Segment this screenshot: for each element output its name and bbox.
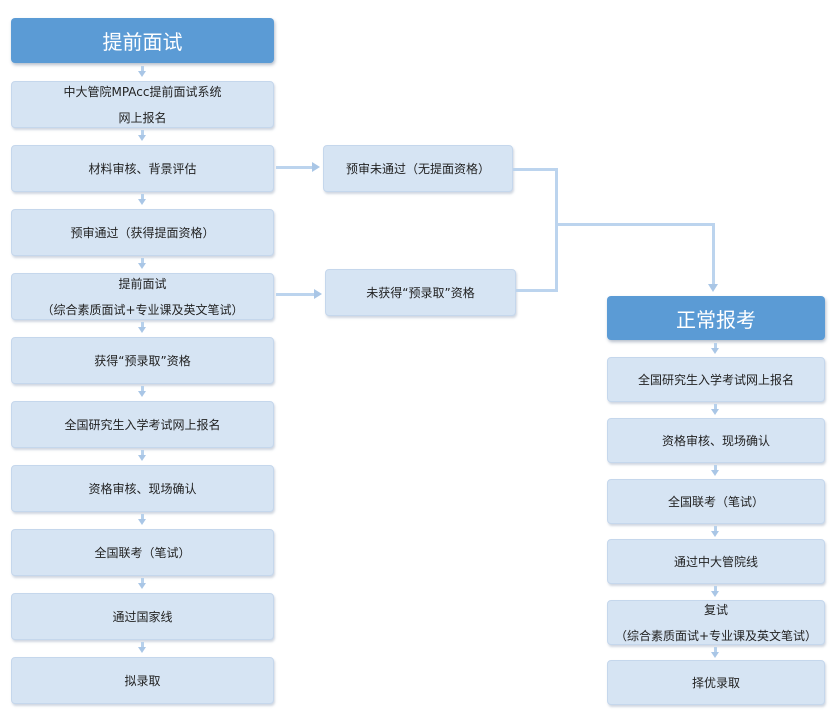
normal-application-header: 正常报考 <box>607 296 825 340</box>
connector <box>714 586 717 591</box>
right-step-school-line: 通过中大管院线 <box>607 539 825 584</box>
merge-connector <box>558 223 715 226</box>
right-step-qualification-check: 资格审核、现场确认 <box>607 418 825 463</box>
step-text-line1: 中大管院MPAcc提前面试系统 <box>63 84 222 99</box>
connector <box>141 194 144 199</box>
step-prereview-passed: 预审通过（获得提面资格） <box>11 209 274 256</box>
merge-connector <box>513 168 558 171</box>
right-step-reexam: 复试 （综合素质面试+专业课及英文笔试） <box>607 600 825 645</box>
step-proposed-admission: 拟录取 <box>11 657 274 704</box>
step-text-line1: 预审未通过（无提面资格） <box>345 161 490 176</box>
step-text-line1: 预审通过（获得提面资格） <box>70 225 215 240</box>
down-arrow-icon <box>138 647 146 653</box>
step-national-exam: 全国联考（笔试） <box>11 529 274 576</box>
connector <box>141 130 144 135</box>
connector <box>714 343 717 348</box>
right-arrow-icon <box>312 162 320 172</box>
prereview-failed-box: 预审未通过（无提面资格） <box>323 145 513 192</box>
step-online-registration: 中大管院MPAcc提前面试系统 网上报名 <box>11 81 274 128</box>
step-early-interview: 提前面试 （综合素质面试+专业课及英文笔试） <box>11 273 274 320</box>
no-pre-admission-box: 未获得“预录取”资格 <box>325 269 516 316</box>
down-arrow-icon <box>138 263 146 269</box>
connector <box>714 526 717 531</box>
connector <box>141 450 144 455</box>
step-text-line1: 通过国家线 <box>112 609 173 624</box>
step-text-line1: 全国联考（笔试） <box>667 494 764 509</box>
down-arrow-icon <box>711 348 719 354</box>
step-text-line1: 择优录取 <box>691 675 740 690</box>
step-material-review: 材料审核、背景评估 <box>11 145 274 192</box>
connector <box>714 465 717 470</box>
merge-connector <box>555 168 558 292</box>
step-text-line1: 复试 <box>703 602 728 617</box>
connector <box>141 514 144 519</box>
step-text-line1: 全国联考（笔试） <box>94 545 191 560</box>
down-arrow-icon <box>138 455 146 461</box>
step-text-line1: 材料审核、背景评估 <box>88 161 197 176</box>
step-text-line2: 网上报名 <box>118 110 167 125</box>
early-interview-header: 提前面试 <box>11 18 274 63</box>
connector <box>141 578 144 583</box>
step-text-line2: （综合素质面试+专业课及英文笔试） <box>614 628 818 643</box>
right-step-national-exam: 全国联考（笔试） <box>607 479 825 524</box>
down-arrow-icon <box>138 71 146 77</box>
down-arrow-icon <box>711 409 719 415</box>
down-arrow-icon <box>138 391 146 397</box>
step-text-line1: 通过中大管院线 <box>673 554 758 569</box>
connector <box>714 647 717 652</box>
step-text-line1: 全国研究生入学考试网上报名 <box>64 417 221 432</box>
down-arrow-icon <box>708 284 718 292</box>
step-text-line1: 获得“预录取”资格 <box>94 353 191 368</box>
down-arrow-icon <box>711 531 719 537</box>
step-national-line: 通过国家线 <box>11 593 274 640</box>
down-arrow-icon <box>711 591 719 597</box>
step-qualification-check: 资格审核、现场确认 <box>11 465 274 512</box>
branch-connector <box>276 166 314 169</box>
right-arrow-icon <box>314 289 322 299</box>
connector <box>141 322 144 327</box>
branch-connector <box>276 293 316 296</box>
step-text-line1: 未获得“预录取”资格 <box>366 285 475 300</box>
step-text-line2: （综合素质面试+专业课及英文笔试） <box>41 302 244 317</box>
step-text-line1: 全国研究生入学考试网上报名 <box>637 372 794 387</box>
step-national-registration: 全国研究生入学考试网上报名 <box>11 401 274 448</box>
right-step-merit-admission: 择优录取 <box>607 660 825 705</box>
step-text-line1: 提前面试 <box>118 276 167 291</box>
down-arrow-icon <box>138 583 146 589</box>
connector <box>141 642 144 647</box>
down-arrow-icon <box>138 199 146 205</box>
step-text-line1: 资格审核、现场确认 <box>88 481 197 496</box>
connector <box>141 66 144 71</box>
connector <box>714 404 717 409</box>
down-arrow-icon <box>138 519 146 525</box>
right-step-national-registration: 全国研究生入学考试网上报名 <box>607 357 825 402</box>
merge-connector <box>516 289 558 292</box>
down-arrow-icon <box>138 135 146 141</box>
down-arrow-icon <box>711 652 719 658</box>
connector <box>141 258 144 263</box>
connector <box>141 386 144 391</box>
down-arrow-icon <box>138 327 146 333</box>
step-pre-admission: 获得“预录取”资格 <box>11 337 274 384</box>
step-text-line1: 拟录取 <box>124 673 161 688</box>
down-arrow-icon <box>711 470 719 476</box>
step-text-line1: 资格审核、现场确认 <box>661 433 770 448</box>
merge-connector <box>712 223 715 284</box>
